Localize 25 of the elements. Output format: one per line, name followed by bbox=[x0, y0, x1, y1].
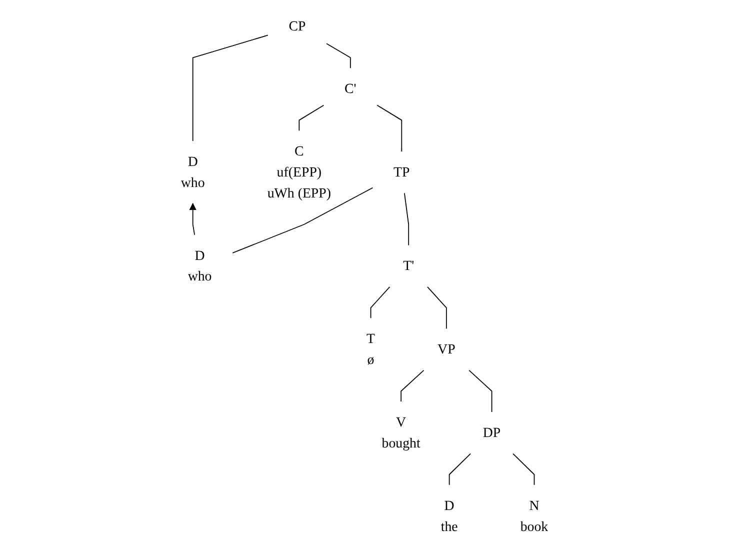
connector bbox=[427, 286, 447, 330]
node-text: D the bbox=[440, 498, 458, 534]
node-text: T' bbox=[403, 258, 414, 274]
connector bbox=[468, 370, 492, 412]
node-text: N book bbox=[520, 498, 548, 534]
connector bbox=[192, 34, 268, 142]
connector bbox=[326, 43, 351, 69]
node-text: V bought bbox=[382, 414, 420, 451]
connector bbox=[512, 453, 535, 486]
arrow bbox=[189, 202, 196, 236]
connector bbox=[400, 370, 424, 402]
connector bbox=[232, 187, 374, 254]
node-text: TP bbox=[394, 164, 410, 180]
node-text: D who bbox=[188, 248, 212, 284]
connector bbox=[448, 453, 471, 486]
node-text: C' bbox=[344, 81, 356, 97]
node-text: CP bbox=[288, 18, 306, 34]
node-text: C uf(EPP) uWh (EPP) bbox=[267, 144, 332, 201]
connector bbox=[298, 104, 324, 132]
node-text: T ø bbox=[366, 331, 376, 368]
connector bbox=[404, 192, 410, 246]
connector bbox=[370, 286, 390, 319]
node-text: VP bbox=[438, 342, 456, 358]
node-text: DP bbox=[482, 425, 501, 440]
node-text: D who bbox=[180, 154, 205, 190]
